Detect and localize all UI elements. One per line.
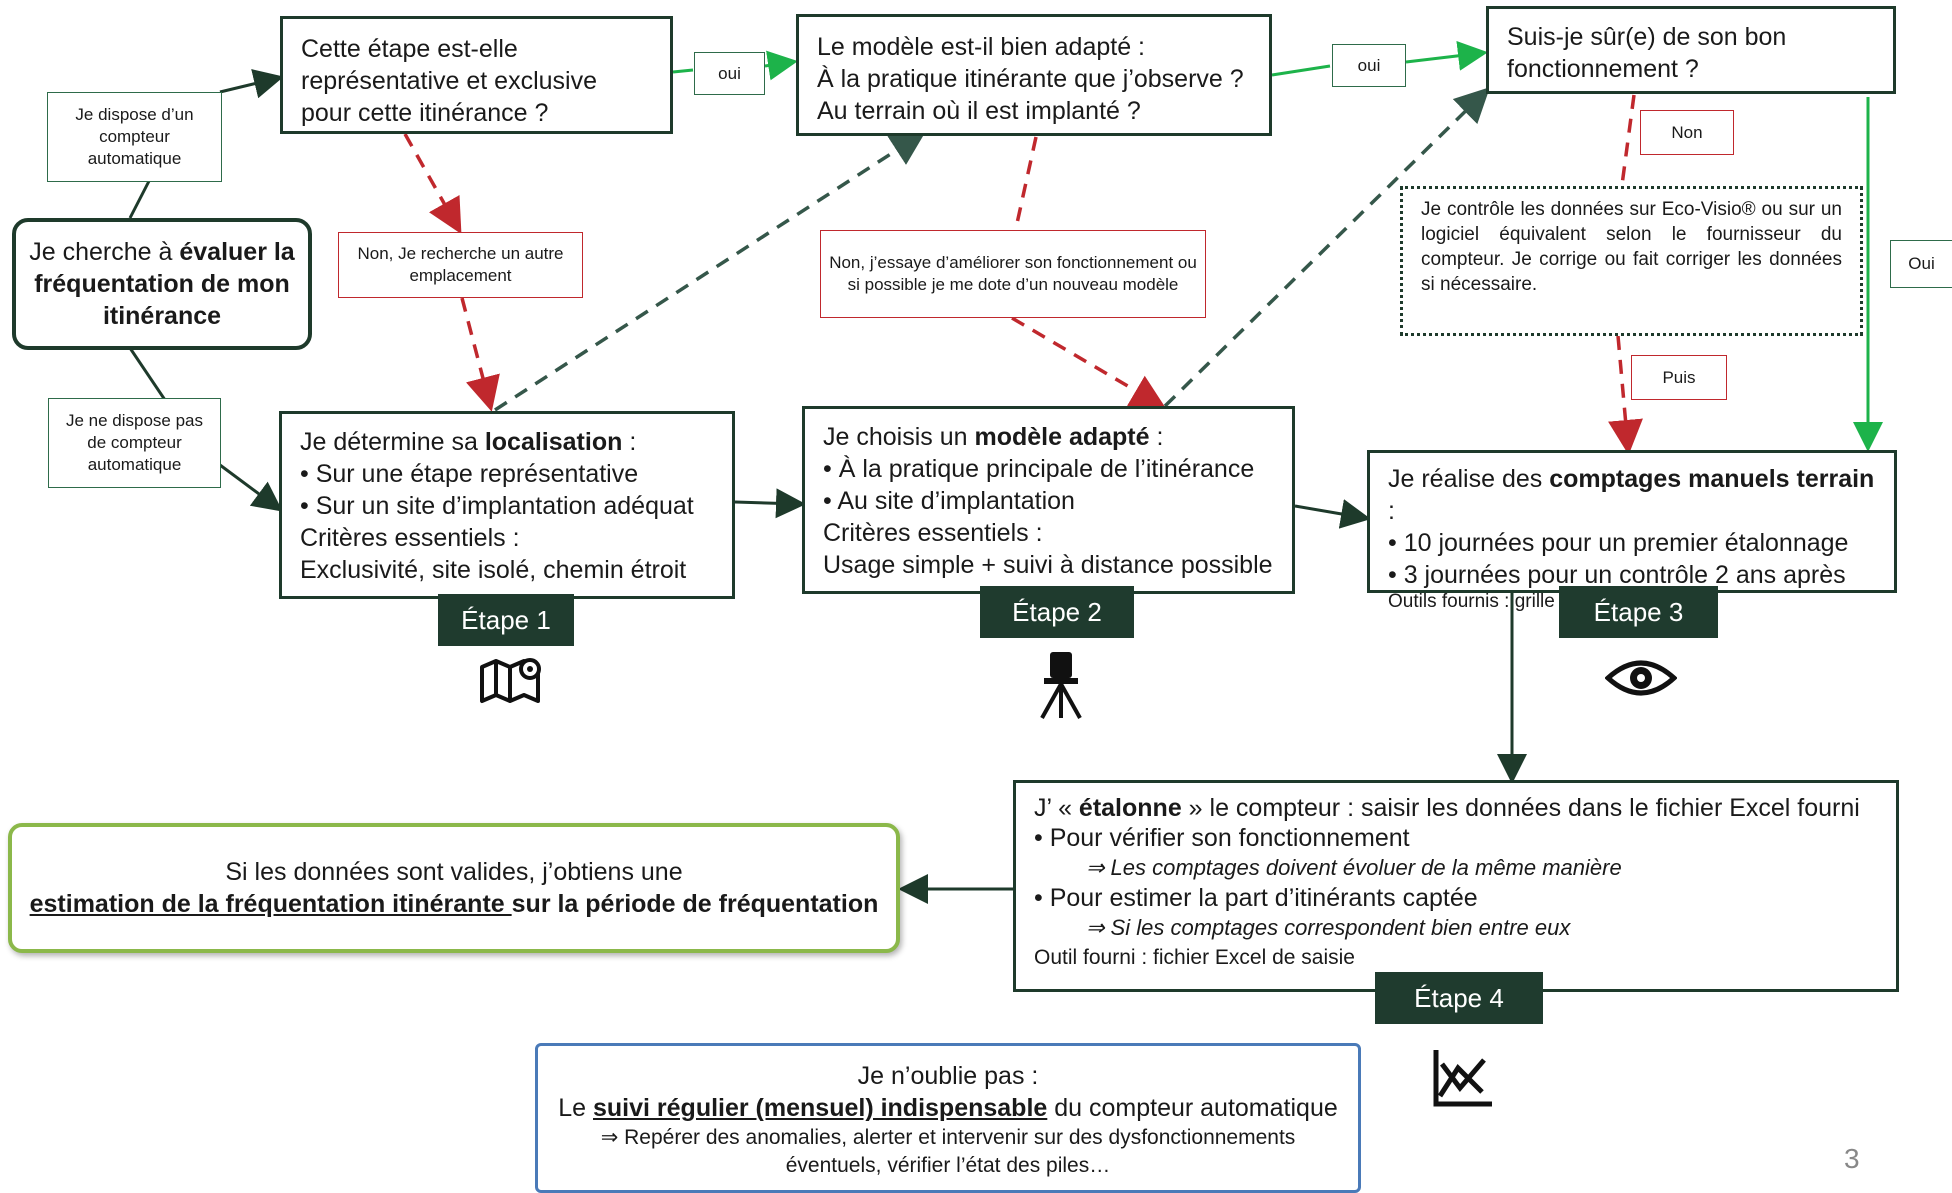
chart-icon [1433,1050,1492,1107]
step1-bold: localisation [484,428,623,456]
label-oui-2: oui [1332,44,1406,87]
step3-post: : [1388,497,1395,525]
step2-bullet2: • Au site d’implantation [823,487,1075,515]
step2-bold: modèle adapté [974,423,1150,451]
branch-down-line [128,347,167,401]
non1-arrow-b [460,297,500,412]
step2-bullet1: • À la pratique principale de l’itinéran… [823,455,1255,483]
reminder-underlined: suivi régulier (mensuel) indispensable [593,1094,1048,1122]
step2-pre: Je choisis un [823,423,975,451]
step3-bullet1: • 10 journées pour un premier étalonnage [1388,529,1849,557]
step3-bold: comptages manuels terrain [1549,465,1875,493]
to-step1-arrow [219,463,283,512]
reminder-line3: ⇒ Repérer des anomalies, alerter et inte… [600,1126,1296,1177]
oui1-arrow [764,50,798,81]
oui1-line-a [672,68,694,74]
reminder-line1: Je n’oublie pas : [857,1062,1039,1090]
question-model-adapted: Le modèle est-il bien adapté : À la prat… [796,14,1272,136]
step1-to-q2-arrow [494,131,926,412]
step1-box: Je détermine sa localisation : • Sur une… [279,411,735,599]
step4-badge: Étape 4 [1375,972,1543,1024]
label-puis: Puis [1631,355,1727,400]
control-text: Je contrôle les données sur Eco-Visio® o… [1421,199,1842,295]
step1-badge: Étape 1 [438,594,574,646]
question-representative-text: Cette étape est-elle représentative et e… [301,35,597,127]
reminder-pre: Le [558,1094,593,1122]
control-box: Je contrôle les données sur Eco-Visio® o… [1400,186,1863,336]
step2-box: Je choisis un modèle adapté : • À la pra… [802,406,1295,594]
to-q1-arrow [219,69,284,99]
result-box: Si les données sont valides, j’obtiens u… [8,823,900,953]
result-post: sur la période de fréquentation [511,890,879,918]
step3-bullet2: • 3 journées pour un contrôle 2 ans aprè… [1388,561,1846,589]
puis-arrow [1608,335,1643,455]
map-icon [480,658,541,703]
step1-bullet1: • Sur une étape représentative [300,460,639,488]
label-oui-3: Oui [1890,240,1952,288]
step4-bold: étalonne [1078,794,1182,822]
step4-sub2: ⇒ Si les comptages correspondent bien en… [1086,915,1571,940]
question-representative: Cette étape est-elle représentative et e… [280,16,673,134]
question-functioning-text: Suis-je sûr(e) de son bon fonctionnement… [1507,23,1787,83]
step4-post: » le compteur : saisir les données dans … [1181,794,1860,822]
q2-line2: À la pratique itinérante que j’observe ? [817,65,1244,93]
step1-criteria: Exclusivité, site isolé, chemin étroit [300,556,687,584]
eye-icon [1605,660,1677,696]
oui2-arrow [1405,40,1488,71]
start-text: Je cherche à [29,238,180,266]
step4-bullet1: • Pour vérifier son fonctionnement [1034,824,1410,852]
step1-criteria-label: Critères essentiels : [300,524,520,552]
label-no-counter: Je ne dispose pas de compteur automatiqu… [48,398,221,488]
q2-line3: Au terrain où il est implanté ? [817,97,1141,125]
label-has-counter: Je dispose d’un compteur automatique [47,92,222,182]
tripod-icon [1040,652,1082,719]
step4-box: J’ « étalonne » le compteur : saisir les… [1013,780,1899,992]
non2-line-a [1014,136,1038,229]
step4-sub1: ⇒ Les comptages doivent évoluer de la mê… [1086,855,1622,880]
label-non-2: Non, j’essaye d’améliorer son fonctionne… [820,230,1206,318]
step3-badge: Étape 3 [1559,586,1718,638]
step2-criteria: Usage simple + suivi à distance possible [823,551,1273,579]
result-underlined: estimation de la fréquentation itinérant… [29,890,512,918]
step2-to-step3-arrow [1294,499,1371,529]
page-number: 3 [1844,1143,1860,1174]
start-bold: évaluer la fréquentation de mon itinéran… [34,238,295,330]
reminder-post: du compteur automatique [1047,1094,1338,1122]
step2-to-q3-arrow [1163,87,1490,408]
step4-bullet2: • Pour estimer la part d’itinérants capt… [1034,884,1478,912]
oui2-line-a [1271,64,1331,77]
non1-arrow-a [403,133,462,235]
question-functioning: Suis-je sûr(e) de son bon fonctionnement… [1486,6,1896,94]
non3-line [1620,94,1636,186]
step2-criteria-label: Critères essentiels : [823,519,1043,547]
step1-bullet2: • Sur un site d’implantation adéquat [300,492,694,520]
step2-post: : [1149,423,1164,451]
step1-to-step2-arrow [734,488,806,519]
non2-arrow [1011,316,1167,409]
reminder-box: Je n’oublie pas : Le suivi régulier (men… [535,1043,1361,1193]
step4-tool: Outil fourni : fichier Excel de saisie [1034,946,1355,969]
label-non-1: Non, Je recherche un autre emplacement [338,232,583,298]
step3-box: Je réalise des comptages manuels terrain… [1367,450,1897,612]
step3-pre: Je réalise des [1388,465,1550,493]
label-non-3: Non [1640,110,1734,155]
step4-pre: J’ « [1034,794,1079,822]
step2-badge: Étape 2 [980,586,1134,638]
q2-line1: Le modèle est-il bien adapté : [817,33,1145,61]
start-box: Je cherche à évaluer la fréquentation de… [12,218,312,350]
step1-post: : [622,428,637,456]
label-oui-1: oui [694,52,765,95]
step1-pre: Je détermine sa [300,428,485,456]
result-line1: Si les données sont valides, j’obtiens u… [225,858,683,886]
